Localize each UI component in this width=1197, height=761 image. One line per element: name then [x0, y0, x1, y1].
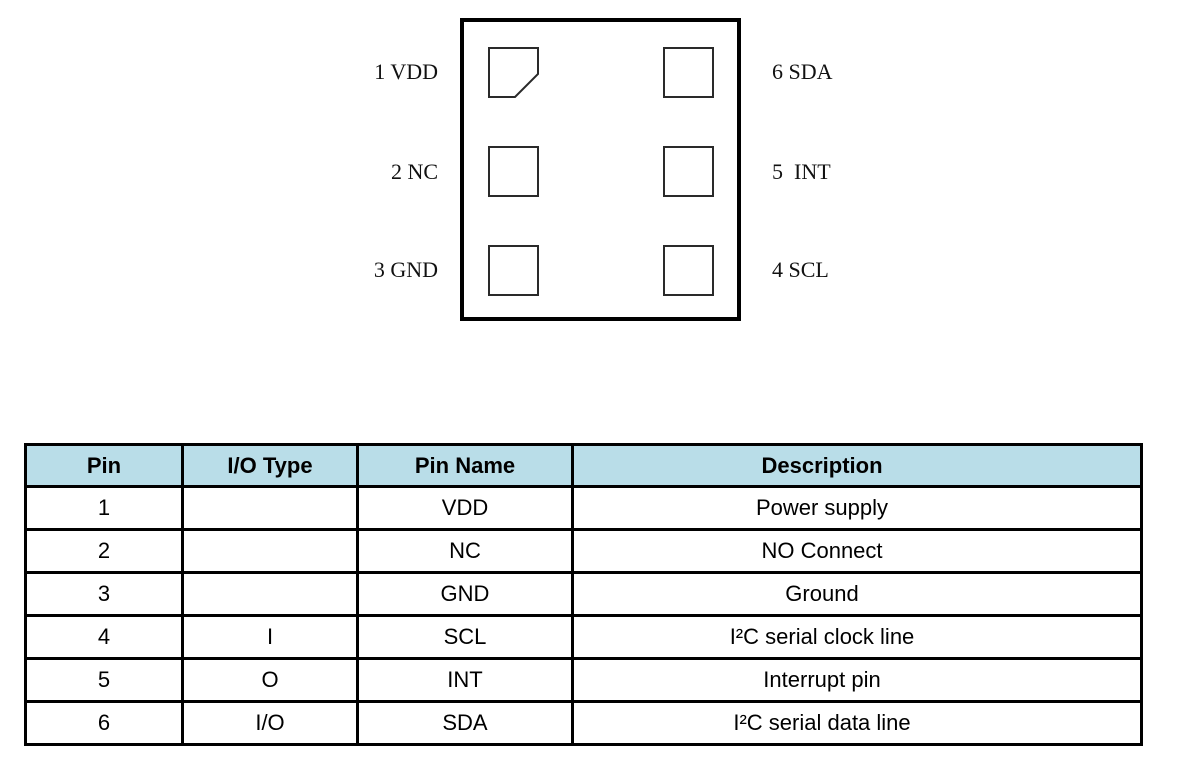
cell-io-type — [181, 571, 359, 617]
cell-pin: 1 — [24, 485, 184, 531]
pin-label-4-scl: 4 SCL — [772, 257, 829, 282]
pin-label-3-gnd: 3 GND — [373, 257, 438, 282]
pin-label-6-sda: 6 SDA — [772, 59, 833, 84]
pin-pad-2 — [488, 146, 539, 197]
cell-description: Ground — [571, 571, 1143, 617]
cell-description: NO Connect — [571, 528, 1143, 574]
pin-label-5-int: 5 INT — [772, 159, 831, 184]
cell-description: I²C serial data line — [571, 700, 1143, 746]
cell-pin: 3 — [24, 571, 184, 617]
table-row: 1 VDD Power supply — [24, 485, 1143, 531]
cell-pin: 5 — [24, 657, 184, 703]
pin-pad-5 — [663, 146, 714, 197]
pin-pad-1-chamfered — [488, 47, 539, 98]
cell-io-type: I — [181, 614, 359, 660]
column-header-pin-name: Pin Name — [356, 443, 574, 488]
table-row: 2 NC NO Connect — [24, 528, 1143, 574]
cell-pin-name: VDD — [356, 485, 574, 531]
cell-pin-name: NC — [356, 528, 574, 574]
cell-io-type: I/O — [181, 700, 359, 746]
pin-label-2-nc: 2 NC — [390, 159, 438, 184]
cell-io-type — [181, 485, 359, 531]
pin-pad-4 — [663, 245, 714, 296]
cell-pin-name: SCL — [356, 614, 574, 660]
cell-description: Power supply — [571, 485, 1143, 531]
cell-pin-name: GND — [356, 571, 574, 617]
table-row: 3 GND Ground — [24, 571, 1143, 617]
cell-pin-name: SDA — [356, 700, 574, 746]
pin-label-1-vdd: 1 VDD — [374, 59, 438, 84]
column-header-pin: Pin — [24, 443, 184, 488]
table-header-row: Pin I/O Type Pin Name Description — [24, 443, 1143, 488]
table-row: 4 I SCL I²C serial clock line — [24, 614, 1143, 660]
cell-io-type — [181, 528, 359, 574]
table-row: 5 O INT Interrupt pin — [24, 657, 1143, 703]
cell-pin: 2 — [24, 528, 184, 574]
table-row: 6 I/O SDA I²C serial data line — [24, 700, 1143, 746]
cell-description: I²C serial clock line — [571, 614, 1143, 660]
cell-description: Interrupt pin — [571, 657, 1143, 703]
column-header-io-type: I/O Type — [181, 443, 359, 488]
cell-io-type: O — [181, 657, 359, 703]
cell-pin: 6 — [24, 700, 184, 746]
pin-description-table: Pin I/O Type Pin Name Description 1 VDD … — [24, 443, 1143, 746]
pin-pad-3 — [488, 245, 539, 296]
pin-pad-6 — [663, 47, 714, 98]
column-header-description: Description — [571, 443, 1143, 488]
cell-pin: 4 — [24, 614, 184, 660]
cell-pin-name: INT — [356, 657, 574, 703]
